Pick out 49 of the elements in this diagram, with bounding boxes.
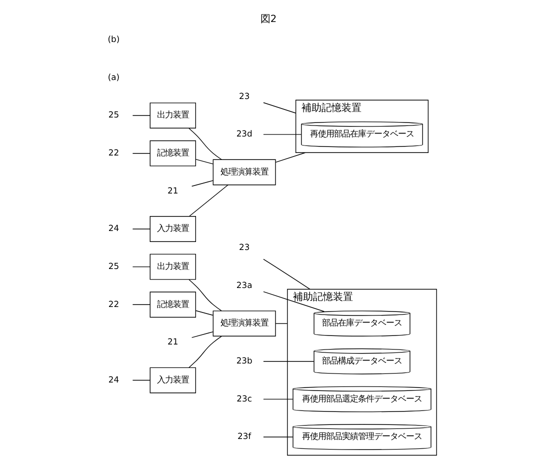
diagram-title: 図2 <box>260 14 276 25</box>
connector <box>132 304 150 305</box>
node-box: 出力装置 <box>149 254 196 280</box>
connector <box>190 331 213 338</box>
node-text: 25 <box>108 260 119 271</box>
node-text: 23 <box>238 242 250 252</box>
node-text: 23b <box>236 356 252 366</box>
connector <box>194 310 213 316</box>
connector <box>190 180 213 187</box>
connector <box>188 184 228 216</box>
connector <box>274 323 288 324</box>
node-text: 21 <box>167 185 178 196</box>
connector <box>262 102 296 114</box>
connector <box>262 291 324 312</box>
connector <box>274 152 306 163</box>
node-text: 22 <box>108 298 119 309</box>
node-box: 処理演算装置 <box>212 159 276 186</box>
node-text: 23f <box>237 431 251 442</box>
node-box: 出力装置 <box>149 102 196 128</box>
connector <box>188 128 222 160</box>
node-text: 23 <box>238 90 250 101</box>
connector <box>132 266 150 268</box>
connector <box>194 158 213 164</box>
node-text: 23a <box>236 280 252 290</box>
connector <box>262 258 310 290</box>
node-box: 処理演算装置 <box>212 310 276 336</box>
label: (a) <box>107 72 120 82</box>
node-text: 23c <box>236 393 252 404</box>
connector <box>188 279 222 312</box>
node-text: 24 <box>108 374 119 384</box>
node-text: 22 <box>108 148 119 158</box>
connector <box>262 134 302 135</box>
connector <box>262 361 314 362</box>
node-text: 24 <box>108 223 119 234</box>
node-text: 23d <box>236 128 252 139</box>
connector <box>132 380 150 381</box>
connector <box>262 398 293 400</box>
connector <box>132 153 150 154</box>
node-box: 入力装置 <box>149 216 196 242</box>
node-box: 記憶装置 <box>149 292 196 318</box>
node-box: 記憶装置 <box>149 140 196 166</box>
connector <box>132 115 150 116</box>
node-text: 25 <box>108 110 119 120</box>
label: (b) <box>107 34 120 44</box>
connector <box>262 436 293 438</box>
connector <box>188 336 222 368</box>
node-box: 入力装置 <box>149 367 196 394</box>
connector <box>132 228 150 230</box>
node-text: 21 <box>167 336 178 347</box>
